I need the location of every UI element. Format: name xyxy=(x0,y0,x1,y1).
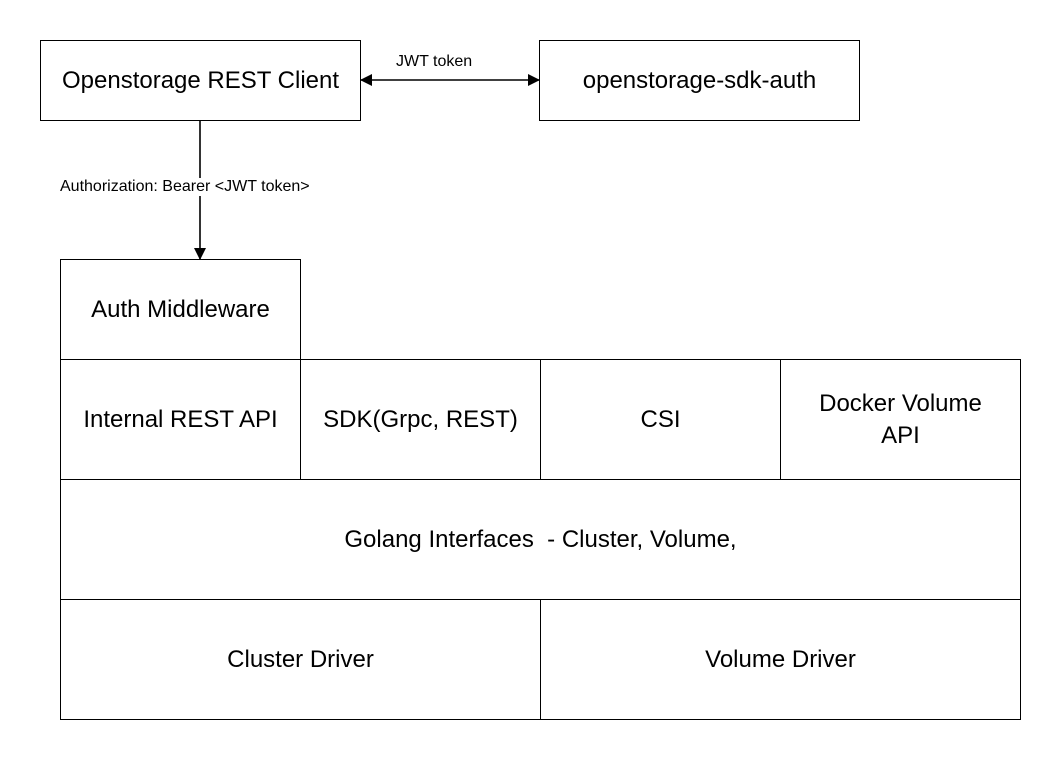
auth-middleware-node: Auth Middleware xyxy=(60,259,301,360)
docker-volume-api-node: Docker Volume API xyxy=(780,359,1021,480)
volume-driver-label: Volume Driver xyxy=(705,645,856,673)
docker-volume-api-label: Docker Volume API xyxy=(819,389,982,449)
auth-middleware-label: Auth Middleware xyxy=(91,295,270,323)
golang-interfaces-node: Golang Interfaces - Cluster, Volume, xyxy=(60,479,1021,600)
rest-client-node: Openstorage REST Client xyxy=(40,40,361,121)
sdk-api-label: SDK(Grpc, REST) xyxy=(323,405,518,433)
sdk-auth-node: openstorage-sdk-auth xyxy=(539,40,860,121)
internal-rest-api-label: Internal REST API xyxy=(83,405,278,433)
internal-rest-api-node: Internal REST API xyxy=(60,359,301,480)
cluster-driver-node: Cluster Driver xyxy=(60,599,541,720)
csi-node: CSI xyxy=(540,359,781,480)
jwt-token-label: JWT token xyxy=(396,53,473,71)
sdk-auth-label: openstorage-sdk-auth xyxy=(582,66,817,94)
cluster-driver-label: Cluster Driver xyxy=(227,645,374,673)
authorization-label: Authorization: Bearer <JWT token> xyxy=(60,178,310,196)
golang-interfaces-label: Golang Interfaces - Cluster, Volume, xyxy=(344,525,737,553)
volume-driver-node: Volume Driver xyxy=(540,599,1021,720)
rest-client-label: Openstorage REST Client xyxy=(61,66,340,94)
sdk-api-node: SDK(Grpc, REST) xyxy=(300,359,541,480)
csi-label: CSI xyxy=(640,405,681,433)
